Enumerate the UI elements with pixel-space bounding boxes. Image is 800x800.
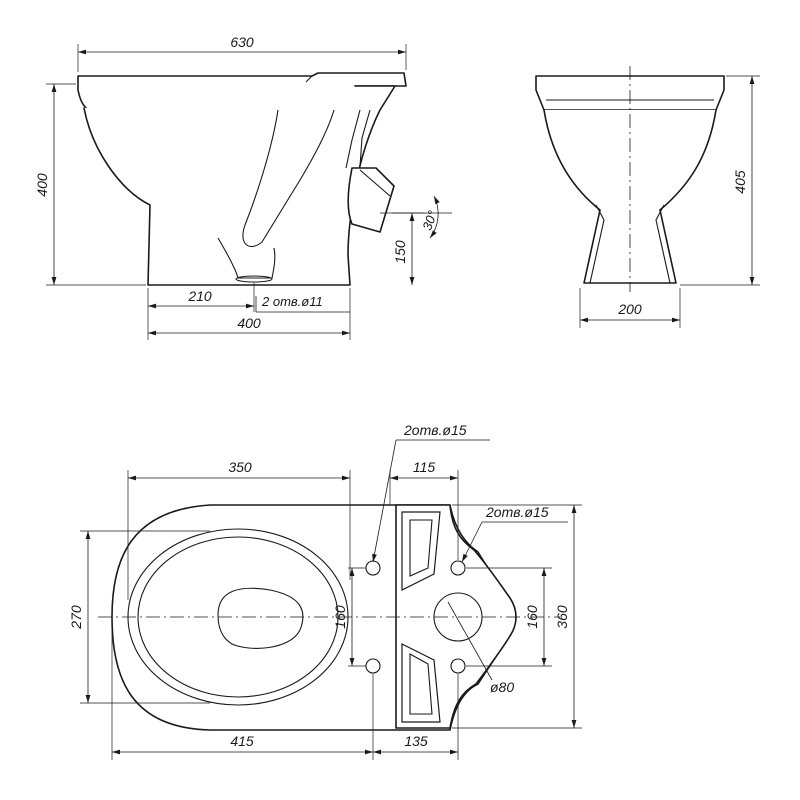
dim-arc-30 (429, 195, 440, 239)
side-view-body (83, 85, 396, 286)
side-view-trapway (242, 109, 335, 247)
side-view-seat-edge (305, 75, 313, 83)
dim-label-bowl-width: 270 (68, 605, 84, 630)
side-view-outlet-inner (359, 169, 391, 197)
front-view-leg-left (589, 204, 605, 284)
dim-label-height: 400 (34, 173, 50, 197)
top-view-hole-right-bottom (450, 658, 466, 674)
top-view-support-top-inner (409, 519, 433, 577)
note-mounting-holes: 2 отв.ø11 (261, 294, 323, 309)
dim-label-right-spacing: 160 (524, 605, 540, 629)
side-view-rear-wall-inner (359, 109, 371, 167)
top-view: 350 115 2отв.ø15 2отв.ø15 270 160 160 36… (68, 422, 582, 760)
top-view-support-bottom (401, 643, 441, 723)
dim-label-outlet-diameter: ø80 (490, 679, 514, 695)
dim-label-outlet-height: 150 (392, 240, 408, 264)
dim-label-total-length: 630 (230, 34, 254, 50)
top-view-hole-right-top (450, 560, 466, 576)
dim-label-base-length: 400 (237, 315, 261, 331)
front-view: 405 200 (535, 66, 760, 328)
side-view-rear-wall (345, 109, 361, 169)
dim-label-rear-length: 135 (404, 733, 428, 749)
dim-label-drain-offset: 210 (187, 288, 212, 304)
dim-label-outlet-angle: 30° (419, 209, 440, 233)
dim-label-tank-offset: 115 (413, 459, 436, 475)
note-holes-left: 2отв.ø15 (403, 422, 467, 438)
leader-holes-left (372, 439, 397, 563)
dim-label-hole-spacing: 160 (332, 605, 348, 629)
leader-outlet (447, 601, 493, 681)
dim-label-base-width: 200 (617, 301, 642, 317)
side-view-outlet (347, 167, 395, 233)
dim-label-tank-width: 360 (554, 605, 570, 629)
top-view-drain (217, 587, 304, 649)
dim-label-front-height: 405 (732, 170, 748, 194)
leader-holes-right (461, 521, 483, 563)
side-view: 630 400 210 400 2 отв.ø11 150 30° (34, 34, 452, 340)
top-view-support-bottom-inner (409, 653, 433, 715)
side-view-drain-hole (235, 275, 273, 283)
dim-label-front-length: 415 (230, 733, 254, 749)
front-view-leg-right (655, 204, 671, 284)
dim-label-bowl-length: 350 (228, 459, 252, 475)
side-view-drain (217, 237, 276, 279)
note-holes-right: 2отв.ø15 (485, 504, 549, 520)
